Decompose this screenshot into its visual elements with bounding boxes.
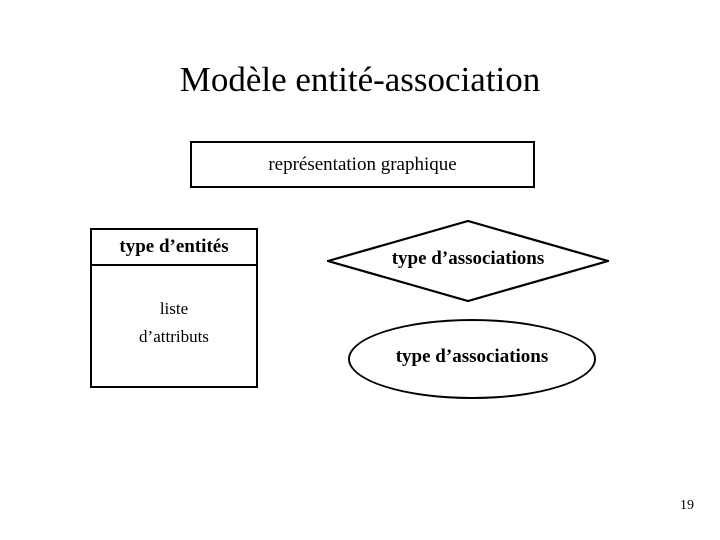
entity-type-attributes: liste d’attributs [92, 266, 256, 386]
attribute-line-2: d’attributs [139, 327, 209, 346]
entity-type-box: type d’entités liste d’attributs [90, 228, 258, 388]
diamond-shape-icon [327, 220, 609, 302]
page-title: Modèle entité-association [179, 60, 541, 99]
association-type-diamond: type d’associations [327, 220, 609, 302]
caption-box: représentation graphique [190, 141, 535, 188]
entity-type-label: type d’entités [119, 236, 229, 257]
association-diamond-label: type d’associations [391, 248, 545, 269]
attribute-line-1: liste [159, 299, 189, 318]
entity-type-header: type d’entités [92, 230, 256, 266]
ellipse-shape-icon [348, 319, 596, 399]
slide-page-number: 19 [680, 498, 694, 513]
association-ellipse-label: type d’associations [395, 346, 549, 367]
caption-label: représentation graphique [268, 153, 457, 175]
association-type-ellipse: type d’associations [348, 319, 596, 399]
